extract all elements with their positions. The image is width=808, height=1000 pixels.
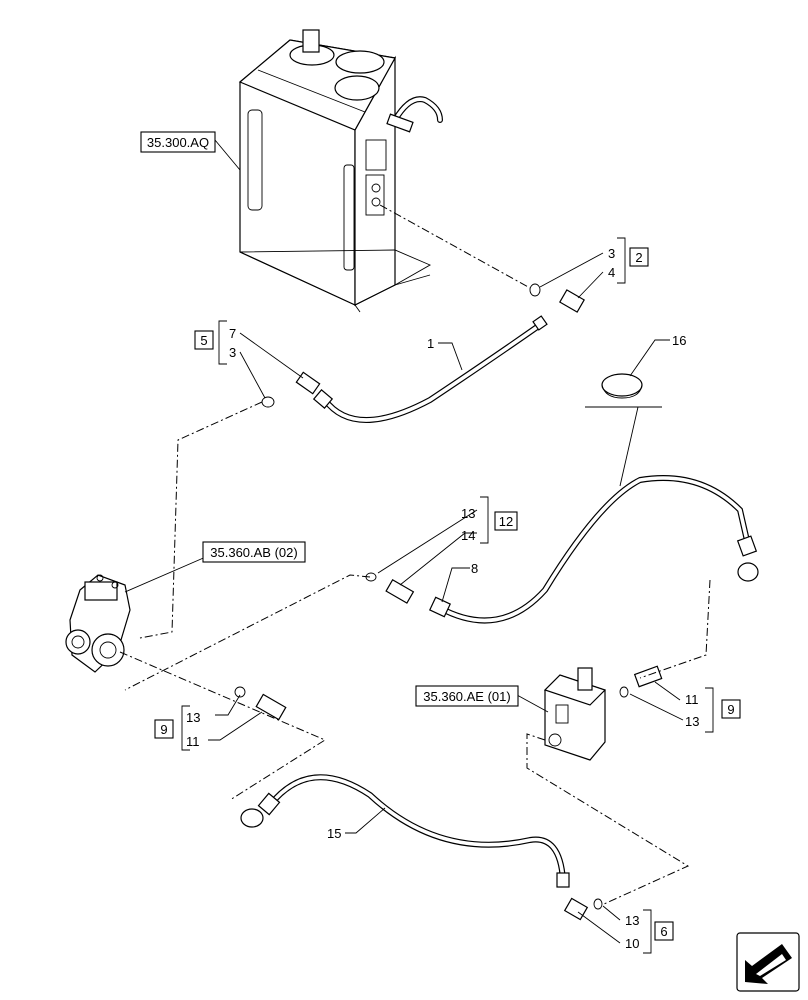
- kit-box-6[interactable]: 6: [654, 921, 674, 941]
- kit-box-5[interactable]: 5: [194, 330, 214, 350]
- svg-text:35.360.AB (02): 35.360.AB (02): [210, 545, 297, 560]
- connection-lines: [119, 204, 711, 905]
- item-label: 7: [229, 326, 236, 341]
- svg-text:12: 12: [499, 514, 513, 529]
- item-label: 4: [608, 265, 615, 280]
- hose-item-1[interactable]: [312, 315, 548, 423]
- item-label: 3: [229, 345, 236, 360]
- o-ring-item-13-left[interactable]: [234, 686, 246, 698]
- hydraulic-pump[interactable]: [65, 574, 131, 673]
- svg-text:9: 9: [160, 722, 167, 737]
- svg-text:35.360.AE (01): 35.360.AE (01): [423, 689, 510, 704]
- reference-35-360-ab[interactable]: 35.360.AB (02): [202, 541, 306, 563]
- kit-box-12[interactable]: 12: [494, 511, 518, 531]
- item-label: 8: [471, 561, 478, 576]
- kit-box-9-left[interactable]: 9: [154, 719, 174, 739]
- valve-block[interactable]: [543, 667, 607, 761]
- clamp-item-16[interactable]: [601, 373, 643, 399]
- svg-text:35.300.AQ: 35.300.AQ: [147, 135, 209, 150]
- item-label: 13: [461, 506, 475, 521]
- o-ring-item-3-top[interactable]: [529, 283, 541, 297]
- svg-text:5: 5: [200, 333, 207, 348]
- fitting-item-11-left[interactable]: [255, 693, 287, 721]
- fitting-item-4[interactable]: [559, 289, 585, 313]
- reference-35-360-ae[interactable]: 35.360.AE (01): [415, 685, 519, 707]
- hose-item-8[interactable]: [428, 475, 759, 624]
- hydraulic-tank[interactable]: [238, 29, 443, 313]
- item-label: 16: [672, 333, 686, 348]
- item-label: 10: [625, 936, 639, 951]
- reference-35-300-aq[interactable]: 35.300.AQ: [140, 131, 216, 153]
- item-label: 1: [427, 336, 434, 351]
- previous-page-arrow-icon[interactable]: [736, 932, 800, 992]
- item-label: 14: [461, 528, 475, 543]
- o-ring-item-3-left[interactable]: [261, 396, 275, 408]
- item-label: 11: [685, 692, 699, 707]
- o-ring-item-13-right[interactable]: [619, 686, 629, 698]
- svg-text:2: 2: [635, 250, 642, 265]
- svg-text:9: 9: [727, 702, 734, 717]
- leader-lines: [124, 139, 684, 944]
- item-label: 11: [186, 734, 200, 749]
- fitting-item-11-right[interactable]: [633, 665, 663, 688]
- kit-brackets: [181, 237, 714, 954]
- o-ring-item-13-bottom[interactable]: [593, 898, 603, 910]
- kit-box-2[interactable]: 2: [629, 247, 649, 267]
- item-label: 13: [625, 913, 639, 928]
- item-numbers: 3 4 7 3 1 16 13 14 8 13 11 11 13 15 13 1…: [186, 246, 699, 951]
- hose-item-15[interactable]: [240, 774, 570, 888]
- svg-text:6: 6: [660, 924, 667, 939]
- item-label: 13: [186, 710, 200, 725]
- item-label: 13: [685, 714, 699, 729]
- fitting-item-14[interactable]: [385, 578, 415, 604]
- item-label: 15: [327, 826, 341, 841]
- item-label: 3: [608, 246, 615, 261]
- kit-box-9-right[interactable]: 9: [721, 699, 741, 719]
